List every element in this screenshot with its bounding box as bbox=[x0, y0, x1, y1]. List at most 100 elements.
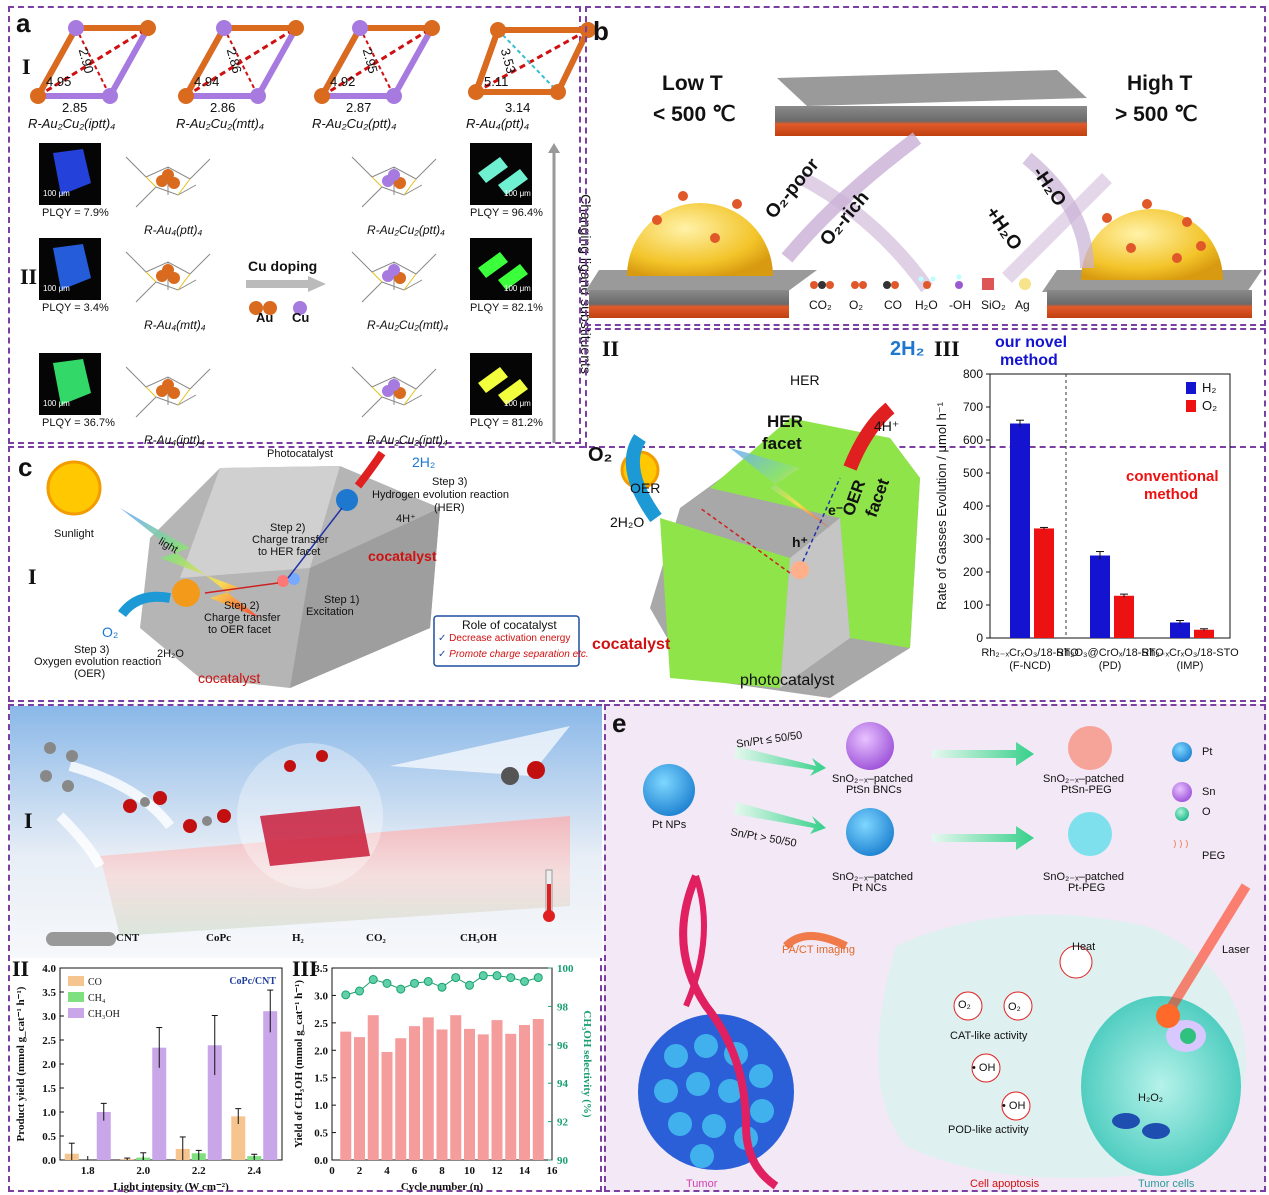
role-item-1-text: Decrease activation energy bbox=[449, 633, 571, 644]
selectivity-point bbox=[506, 973, 516, 983]
bar bbox=[231, 1116, 246, 1160]
y-tick-label: 1.0 bbox=[314, 1100, 328, 1112]
rhombus-long-distance: 5.11 bbox=[484, 74, 508, 89]
x-tick-label: 2.0 bbox=[136, 1165, 150, 1177]
x-tick-label: (IMP) bbox=[1177, 660, 1204, 672]
cu-doping-label: Cu doping bbox=[248, 258, 318, 274]
y2-tick-label: 98 bbox=[557, 1001, 569, 1013]
step3-her-label: Step 3) bbox=[432, 476, 468, 488]
panel-a-row-label-2: II bbox=[20, 264, 38, 289]
oh-label-2: • OH bbox=[1002, 1100, 1026, 1112]
y-tick-label: 2.0 bbox=[314, 1045, 328, 1057]
bar bbox=[152, 1047, 167, 1160]
legend-swatch bbox=[68, 976, 84, 986]
photocatalyst-2-label: photocatalyst bbox=[740, 672, 835, 689]
x-tick-label: (F-NCD) bbox=[1009, 660, 1051, 672]
role-item-2: ✓ Promote charge separation etc. bbox=[438, 649, 589, 660]
legend-item: PEG bbox=[1202, 850, 1226, 862]
selectivity-point bbox=[465, 980, 474, 990]
legend-item: CO₂ bbox=[366, 932, 386, 944]
selectivity-point bbox=[533, 973, 543, 983]
step2-oer-text-1: Charge transfer bbox=[204, 612, 281, 624]
bncs-label-1: SnO₂₋ₓ–patched bbox=[832, 773, 913, 785]
x-tick-label: 12 bbox=[492, 1165, 504, 1177]
x-tick-label: 1.8 bbox=[81, 1165, 95, 1177]
x-tick-label: 2 bbox=[357, 1165, 363, 1177]
bar bbox=[409, 1026, 420, 1160]
y-tick-label: 800 bbox=[963, 367, 983, 381]
bar bbox=[477, 1034, 489, 1160]
legend-item: O bbox=[1202, 806, 1211, 818]
y-tick-label: 0.0 bbox=[314, 1155, 328, 1167]
apoptosis-label: Cell apoptosis bbox=[970, 1178, 1040, 1190]
selectivity-point bbox=[520, 976, 529, 986]
y-axis-label: Yield of CH₃OH (mmol g_cat⁻¹ h⁻¹) bbox=[293, 980, 305, 1148]
legend-item: CNT bbox=[116, 932, 140, 944]
selectivity-point bbox=[396, 984, 406, 994]
panel-d-roman-2: II bbox=[12, 956, 30, 981]
her-label: HER bbox=[790, 372, 820, 388]
pact-label: PA/CT imaging bbox=[782, 944, 855, 956]
x-tick-label: 2.2 bbox=[192, 1165, 206, 1177]
rhombus-short-distance: 2.95 bbox=[360, 47, 381, 75]
atom bbox=[386, 88, 402, 104]
x-tick-label: Rh₂₋ₓCrₓO₃/18-STO bbox=[981, 647, 1079, 659]
x-tick-label: (PD) bbox=[1099, 660, 1122, 672]
rhombus-short-distance: 3.53 bbox=[498, 47, 519, 75]
bar bbox=[436, 1029, 448, 1160]
pt-nps-label: Pt NPs bbox=[652, 819, 687, 831]
bar bbox=[450, 1015, 462, 1160]
crystal-image-right bbox=[470, 143, 532, 205]
y2-tick-label: 100 bbox=[557, 963, 574, 975]
y-tick-label: 3.0 bbox=[314, 990, 328, 1002]
plqy-left: PLQY = 7.9% bbox=[42, 207, 109, 219]
atom bbox=[216, 20, 232, 36]
legend-item: Pt bbox=[1202, 746, 1213, 758]
y-axis-label: Rate of Gasses Evolution / μmol h⁻¹ bbox=[934, 401, 949, 610]
crystal-image-right bbox=[470, 353, 532, 415]
o2-label: O₂ bbox=[102, 624, 119, 640]
compound-left: R-Au₄(mtt)₄ bbox=[144, 318, 206, 332]
selectivity-point bbox=[341, 990, 351, 1000]
ncs-label-2: Pt NCs bbox=[852, 882, 887, 894]
panel-d-roman-3: III bbox=[292, 956, 318, 981]
x-tick-label: 2.4 bbox=[247, 1165, 261, 1177]
panel-d-illustration bbox=[10, 706, 602, 958]
bar bbox=[1194, 629, 1214, 638]
legend-item: Ag bbox=[1015, 298, 1030, 312]
chart-annotation: CoPc/CNT bbox=[229, 976, 276, 987]
compound-left: R-Au₄(ptt)₄ bbox=[144, 223, 203, 237]
rhombus-long-distance: 4.94 bbox=[194, 74, 219, 89]
pod-label: POD-like activity bbox=[948, 1124, 1029, 1136]
au-label: Au bbox=[256, 310, 274, 325]
selectivity-point bbox=[451, 973, 461, 983]
bar bbox=[96, 1112, 111, 1160]
cat-label: CAT-like activity bbox=[950, 1030, 1028, 1042]
step1-label: Step 1) bbox=[324, 594, 360, 606]
crystal-image-right bbox=[470, 238, 532, 300]
chart-gas-evolution: 0100200300400500600700800Rh₂₋ₓCrₓO₃/18-S… bbox=[934, 367, 1239, 672]
rhombus-compound-name: R-Au₂Cu₂(ptt)₄ bbox=[312, 116, 396, 131]
bar bbox=[505, 1033, 517, 1160]
legend-item: O₂ bbox=[849, 298, 863, 312]
compound-right: R-Au₂Cu₂(ptt)₄ bbox=[367, 223, 445, 237]
h4-label: 4H⁺ bbox=[396, 513, 416, 525]
bar bbox=[532, 1019, 544, 1160]
y-tick-label: 3.5 bbox=[314, 963, 328, 975]
y-tick-label: 0.5 bbox=[314, 1128, 328, 1140]
y-tick-label: 3.0 bbox=[42, 1011, 56, 1023]
bncs-label-2: PtSn BNCs bbox=[846, 784, 902, 796]
legend-item: CO bbox=[884, 298, 902, 312]
panel-b-illustration bbox=[585, 70, 1262, 318]
laser-label: Laser bbox=[1222, 944, 1250, 956]
bar bbox=[519, 1025, 530, 1160]
legend-label: CH₃OH bbox=[88, 1009, 120, 1020]
molecule-left bbox=[116, 137, 220, 221]
panel-c-upper-frame bbox=[585, 328, 1266, 448]
y-tick-label: 1.5 bbox=[314, 1073, 328, 1085]
bar bbox=[422, 1017, 434, 1160]
novel-label-2: method bbox=[1000, 352, 1058, 369]
atom bbox=[178, 88, 194, 104]
x-axis-label: Light intensity (W cm⁻²) bbox=[113, 1181, 229, 1193]
